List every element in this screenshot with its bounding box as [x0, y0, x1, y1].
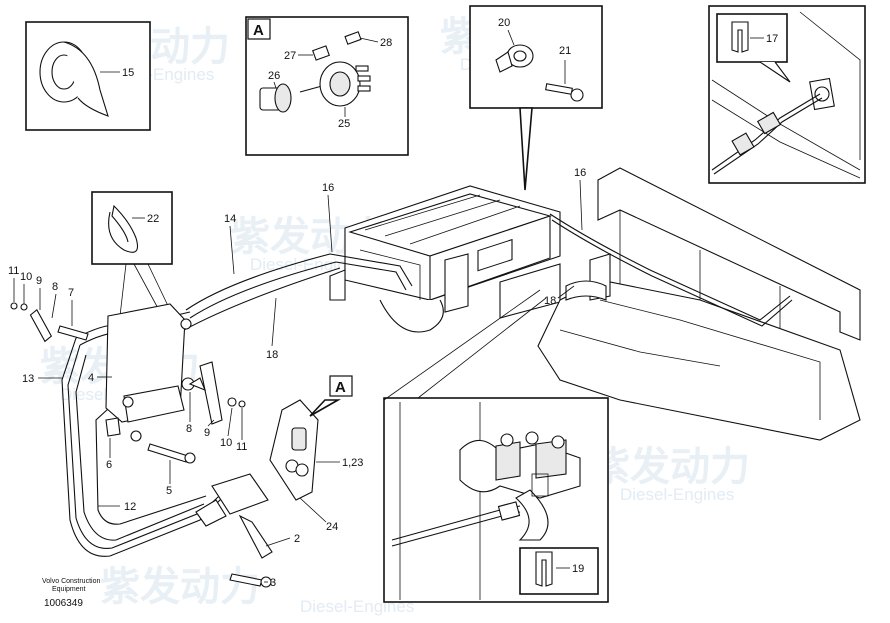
- watermark-en-3: Diesel-Engines: [620, 485, 734, 504]
- label-11-right: 11: [236, 441, 247, 453]
- label-11-left: 11: [8, 265, 19, 277]
- label-15: 15: [122, 67, 134, 79]
- switch-panel: [195, 399, 319, 588]
- label-16-right: 16: [574, 167, 586, 179]
- watermark-cn-4: 紫发动力: [100, 565, 260, 609]
- detail-box-tape: 15: [25, 21, 151, 131]
- label-17: 17: [766, 33, 778, 45]
- bracket-assembly: [10, 302, 246, 464]
- watermark-cn-3: 紫发动力: [590, 445, 750, 489]
- footer-brand-line1: Volvo Construction: [42, 578, 101, 585]
- label-14: 14: [224, 213, 236, 225]
- label-4: 4: [88, 372, 94, 384]
- footer-part-code: 1006349: [44, 598, 83, 609]
- label-25: 25: [338, 118, 350, 130]
- label-24: 24: [326, 521, 338, 533]
- callout-labels: 11 10 9 8 7 14 16 16 18 18 13 4 6 5 8 9 …: [8, 167, 586, 589]
- detail-box-hose: 19: [383, 397, 609, 603]
- detail-box-holder: 17: [708, 5, 866, 184]
- label-9-left: 9: [36, 275, 42, 287]
- detail-box-clamp: 20 21: [469, 5, 603, 109]
- detail-box-a-switch: A 27 28 26 25: [245, 16, 409, 156]
- label-5: 5: [166, 485, 172, 497]
- label-27: 27: [284, 50, 296, 62]
- heater-unit: [329, 185, 561, 333]
- label-20: 20: [498, 17, 510, 29]
- callout-a-top: A: [253, 22, 264, 39]
- pointer-22: [119, 263, 171, 317]
- label-18-right: 18: [544, 295, 556, 307]
- callout-a: A: [335, 379, 346, 396]
- label-10-right: 10: [220, 437, 232, 449]
- footer-brand-line2: Equipment: [52, 586, 86, 593]
- callout-a-box: [329, 375, 353, 397]
- label-1-23: 1,23: [342, 457, 363, 469]
- label-8-left: 8: [52, 281, 58, 293]
- label-7: 7: [68, 287, 74, 299]
- pointer-hose: [383, 289, 547, 401]
- label-19: 19: [572, 563, 584, 575]
- label-26: 26: [268, 70, 280, 82]
- label-6: 6: [106, 459, 112, 471]
- label-3: 3: [270, 577, 276, 589]
- label-22: 22: [147, 213, 159, 225]
- label-8-right: 8: [186, 423, 192, 435]
- label-16-left: 16: [322, 182, 334, 194]
- pointer-20-21: [519, 107, 533, 191]
- label-2: 2: [294, 533, 300, 545]
- label-21: 21: [559, 45, 571, 57]
- cab-frame: [537, 167, 861, 441]
- label-18-left: 18: [266, 349, 278, 361]
- label-13: 13: [22, 373, 34, 385]
- label-9-right: 9: [204, 427, 210, 439]
- label-10-left: 10: [20, 271, 32, 283]
- pointer-a: [309, 399, 342, 417]
- label-28: 28: [380, 37, 392, 49]
- detail-box-cable-tie: 22: [91, 191, 173, 265]
- label-12: 12: [124, 501, 136, 513]
